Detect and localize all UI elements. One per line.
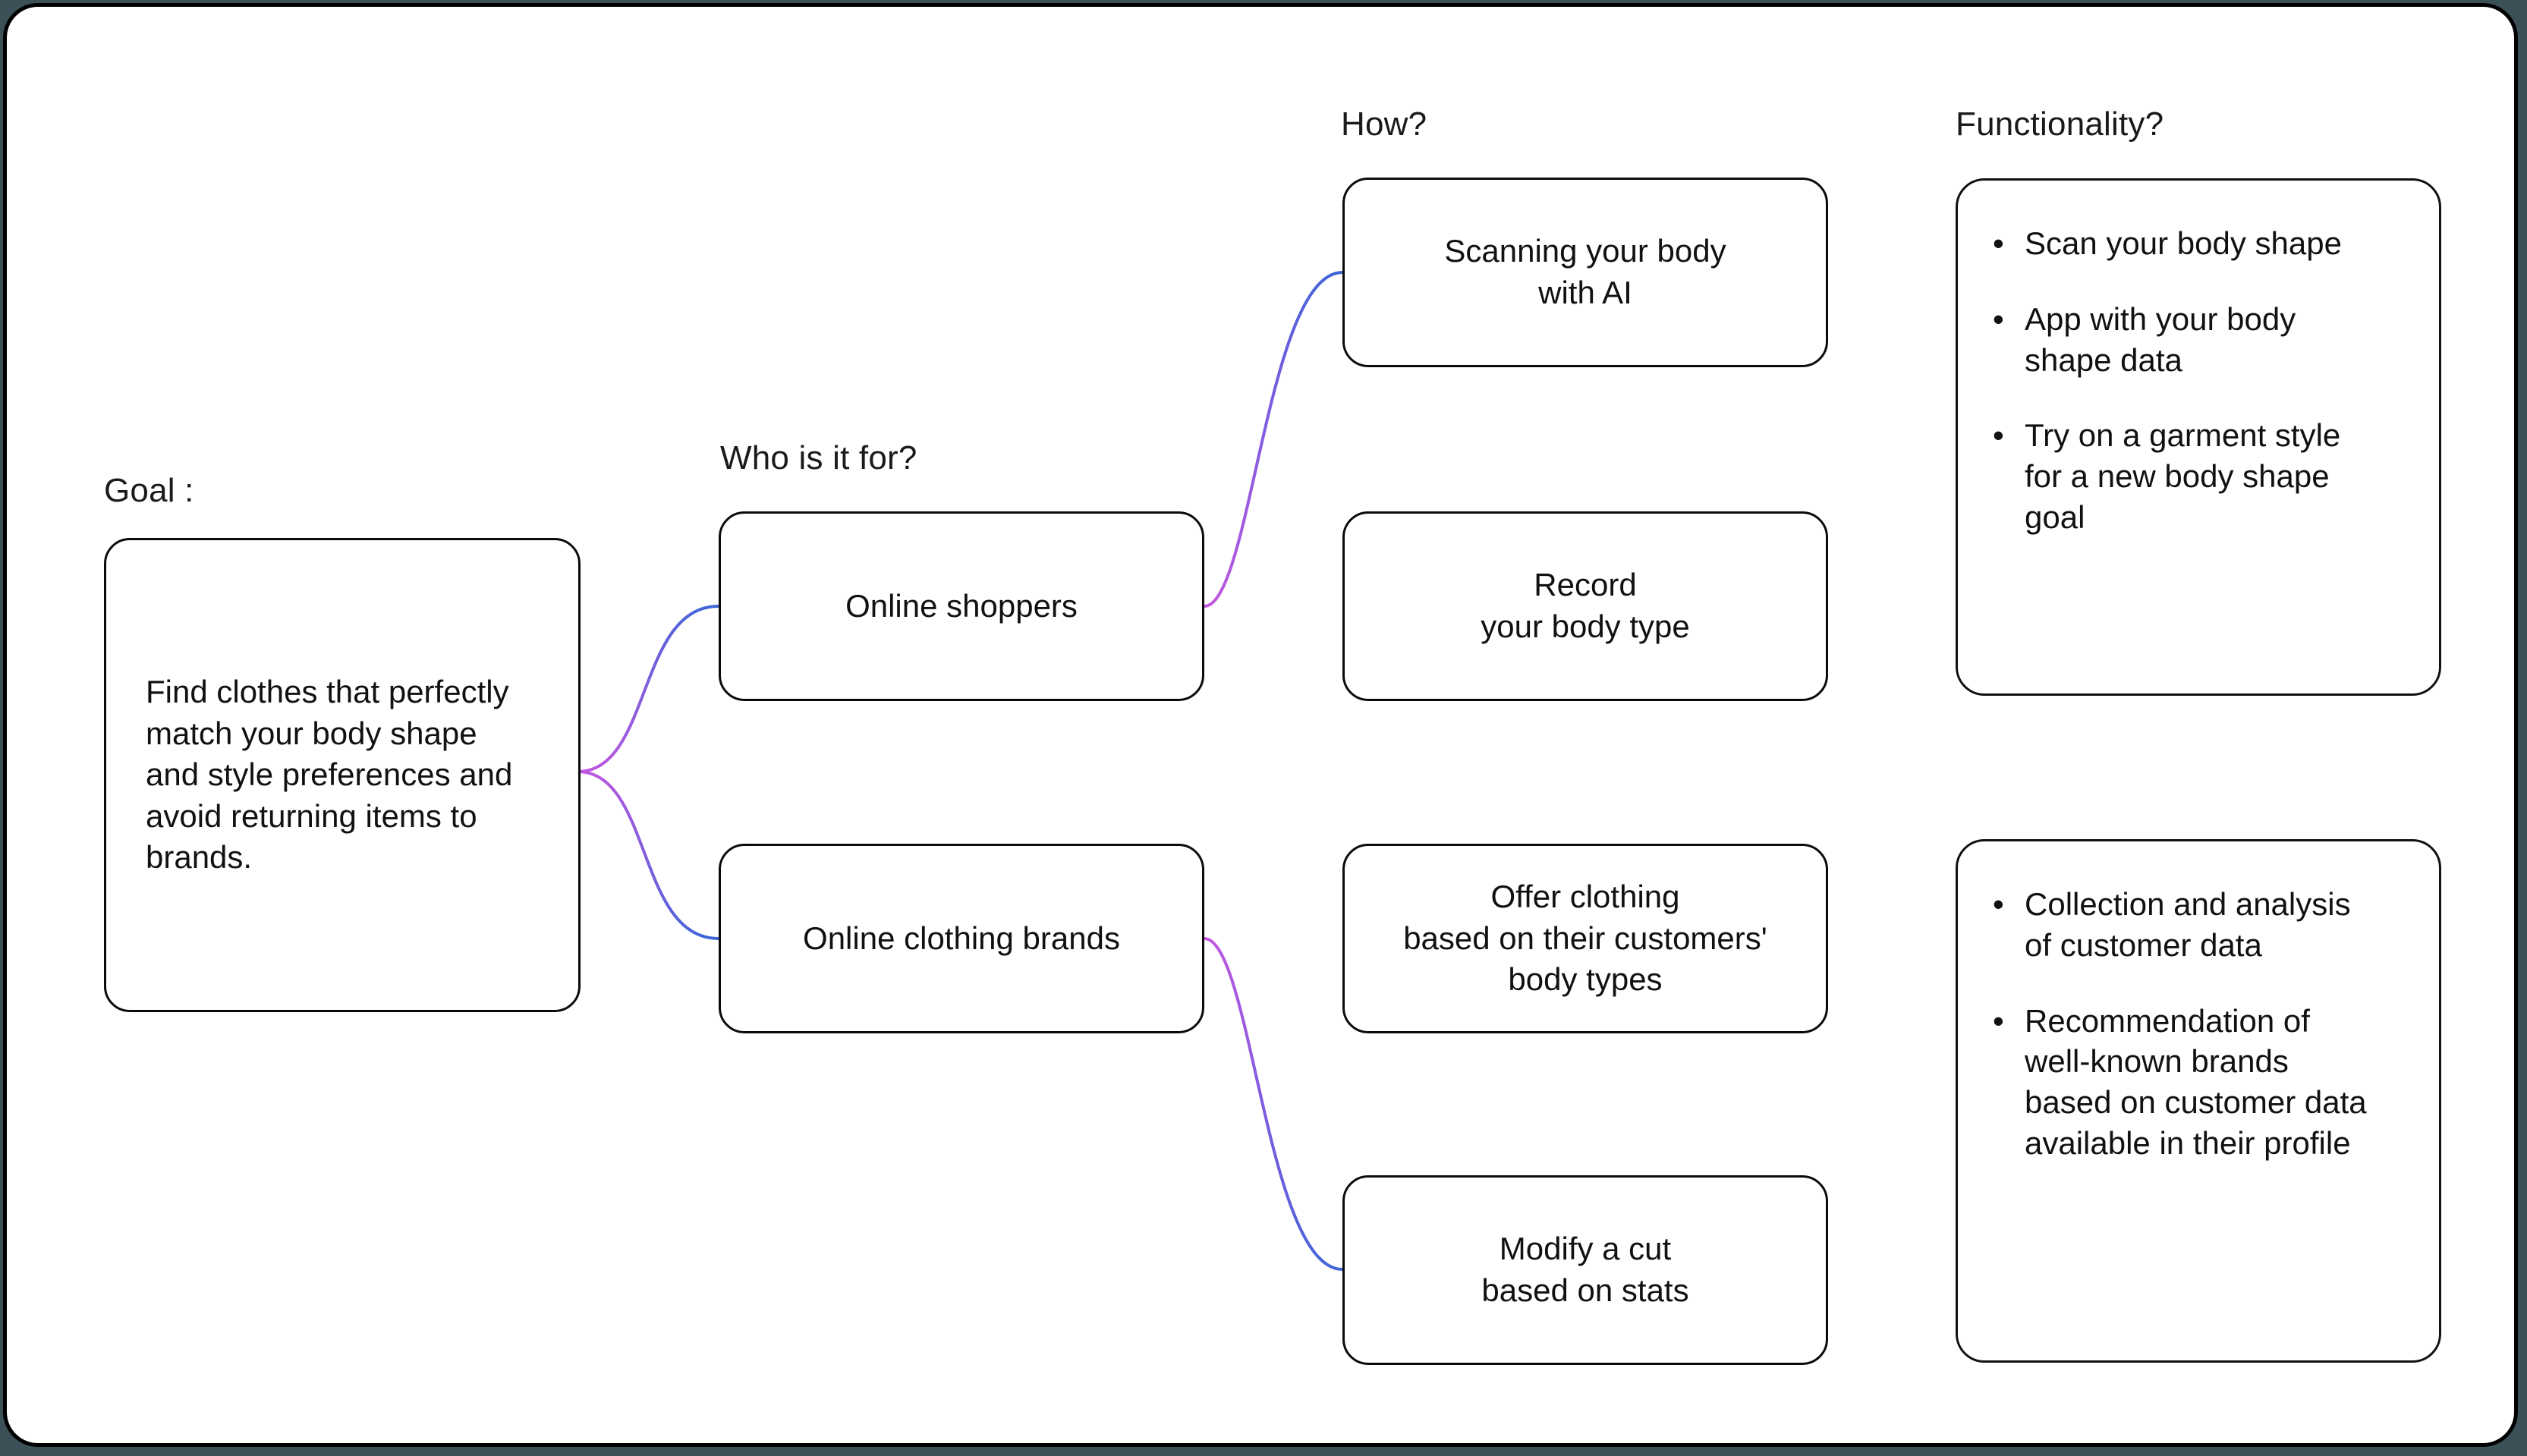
edge-goal-to-online-shoppers [577,605,719,773]
list-item: • Scan your body shape [1990,223,2407,264]
bullet-icon: • [1993,417,2004,454]
node-goal[interactable]: Find clothes that perfectly match your b… [104,538,581,1012]
list-item: • Recommendation of well-known brands ba… [1990,1001,2407,1164]
edge-goal-to-online-brands [577,770,719,940]
bullet-icon: • [1993,1002,2004,1039]
node-record-text: Record your body type [1481,567,1690,644]
card-functionality-brands[interactable]: • Collection and analysis of customer da… [1956,839,2441,1363]
list-item-text: Collection and analysis of customer data [2025,886,2351,963]
node-modify-a-cut-based-on-stats[interactable]: Modify a cut based on stats [1342,1175,1828,1365]
node-online-shoppers-text: Online shoppers [845,587,1078,624]
node-goal-text: Find clothes that perfectly match your b… [146,674,513,876]
node-offer-clothing-based-on-body-types[interactable]: Offer clothing based on their customers'… [1342,844,1828,1033]
label-goal: Goal : [104,472,194,509]
node-online-shoppers[interactable]: Online shoppers [719,511,1204,701]
edge-brands-to-modify [1204,937,1343,1271]
edge-shoppers-to-scanning [1204,271,1343,608]
list-item: • Try on a garment style for a new body … [1990,415,2407,537]
list-item: • App with your body shape data [1990,299,2407,381]
label-functionality: Functionality? [1956,105,2164,143]
list-item-text: Try on a garment style for a new body sh… [2025,417,2341,535]
bullet-icon: • [1993,886,2004,922]
label-how: How? [1341,105,1427,143]
diagram-canvas: Goal : Who is it for? How? Functionality… [3,3,2518,1447]
node-modify-cut-text: Modify a cut based on stats [1481,1231,1689,1308]
functionality-shoppers-list: • Scan your body shape • App with your b… [1990,223,2407,538]
node-record-your-body-type[interactable]: Record your body type [1342,511,1828,701]
functionality-brands-list: • Collection and analysis of customer da… [1990,884,2407,1164]
node-online-clothing-brands[interactable]: Online clothing brands [719,844,1204,1033]
bullet-icon: • [1993,225,2004,261]
card-functionality-shoppers[interactable]: • Scan your body shape • App with your b… [1956,178,2441,696]
list-item-text: Recommendation of well-known brands base… [2025,1002,2367,1161]
node-offer-clothing-text: Offer clothing based on their customers'… [1403,879,1767,998]
node-online-clothing-brands-text: Online clothing brands [803,920,1120,956]
label-who-is-it-for: Who is it for? [720,439,917,476]
list-item-text: Scan your body shape [2025,225,2342,261]
list-item: • Collection and analysis of customer da… [1990,884,2407,966]
node-scanning-text: Scanning your body with AI [1444,233,1726,310]
node-scanning-your-body-with-ai[interactable]: Scanning your body with AI [1342,178,1828,367]
list-item-text: App with your body shape data [2025,300,2296,378]
bullet-icon: • [1993,300,2004,337]
